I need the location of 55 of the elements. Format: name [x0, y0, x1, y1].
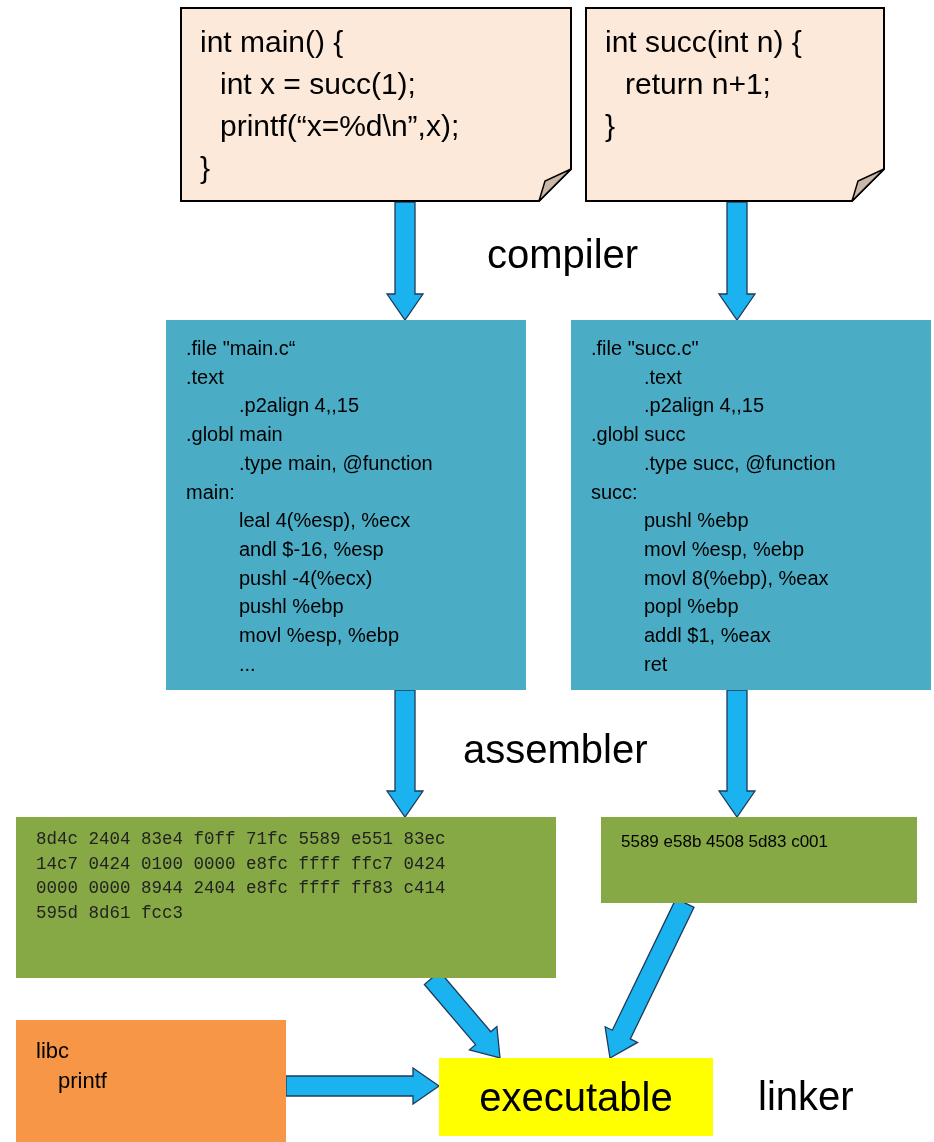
output-box — [439, 1058, 713, 1136]
stage-label: assembler — [463, 727, 648, 772]
assembly-line: main: — [186, 479, 235, 505]
assembly-line: .type main, @function — [239, 450, 433, 476]
block-arrow — [385, 689, 425, 819]
block-arrow — [285, 1066, 441, 1106]
assembly-line: .p2align 4,,15 — [239, 393, 360, 419]
assembly-line: movl %esp, %ebp — [644, 536, 805, 562]
assembly-line: .globl succ — [591, 422, 686, 448]
assembly-line: ret — [644, 651, 668, 677]
code-line: } — [200, 150, 211, 186]
code-block — [571, 320, 931, 690]
assembly-line: addl $1, %eax — [644, 623, 771, 649]
assembly-line: leal 4(%esp), %ecx — [239, 508, 411, 534]
block-arrow — [717, 689, 757, 819]
source-file-note — [585, 7, 885, 202]
assembly-line: .p2align 4,,15 — [644, 393, 765, 419]
code-line: int main() { — [200, 24, 344, 60]
code-block — [601, 817, 917, 903]
assembly-line: andl $-16, %esp — [239, 536, 384, 562]
machine-code-line: 8d4c 2404 83e4 f0ff 71fc 5589 e551 83ec — [36, 828, 446, 851]
library-text: libc — [36, 1037, 69, 1065]
assembly-line: .type succ, @function — [644, 450, 836, 476]
assembly-line: movl %esp, %ebp — [239, 623, 400, 649]
block-arrow — [385, 201, 425, 322]
assembly-line: .text — [644, 364, 682, 390]
assembly-line: pushl %ebp — [644, 508, 749, 534]
machine-code-line: 5589 e58b 4508 5d83 c001 — [621, 831, 829, 853]
assembly-line: ... — [239, 651, 256, 677]
assembly-line: pushl -4(%ecx) — [239, 565, 373, 591]
library-block — [16, 1020, 286, 1142]
machine-code-line: 0000 0000 8944 2404 e8fc ffff ff83 c414 — [36, 877, 446, 900]
code-line: int succ(int n) { — [605, 24, 802, 60]
assembly-line: popl %ebp — [644, 594, 739, 620]
assembly-line: pushl %ebp — [239, 594, 344, 620]
stage-label: compiler — [487, 232, 639, 277]
stage-label: linker — [758, 1074, 854, 1119]
code-line: return n+1; — [625, 66, 771, 102]
block-arrow — [717, 201, 757, 322]
code-block — [166, 320, 526, 690]
assembly-line: .text — [186, 364, 224, 390]
library-text: printf — [58, 1067, 107, 1095]
code-line: int x = succ(1); — [220, 66, 416, 102]
code-line: printf(“x=%d\n”,x); — [220, 108, 460, 144]
assembly-line: succ: — [591, 479, 638, 505]
machine-code-line: 595d 8d61 fcc3 — [36, 901, 184, 925]
source-file-note — [180, 7, 572, 202]
machine-code-line: 14c7 0424 0100 0000 e8fc ffff ffc7 0424 — [36, 852, 446, 876]
assembly-line: .file "main.c“ — [186, 336, 296, 361]
code-line: } — [605, 108, 616, 144]
code-block — [16, 817, 556, 978]
output-label: executable — [479, 1074, 673, 1121]
assembly-line: .file "succ.c" — [591, 336, 699, 361]
assembly-line: movl 8(%ebp), %eax — [644, 565, 829, 591]
assembly-line: .globl main — [186, 422, 283, 448]
